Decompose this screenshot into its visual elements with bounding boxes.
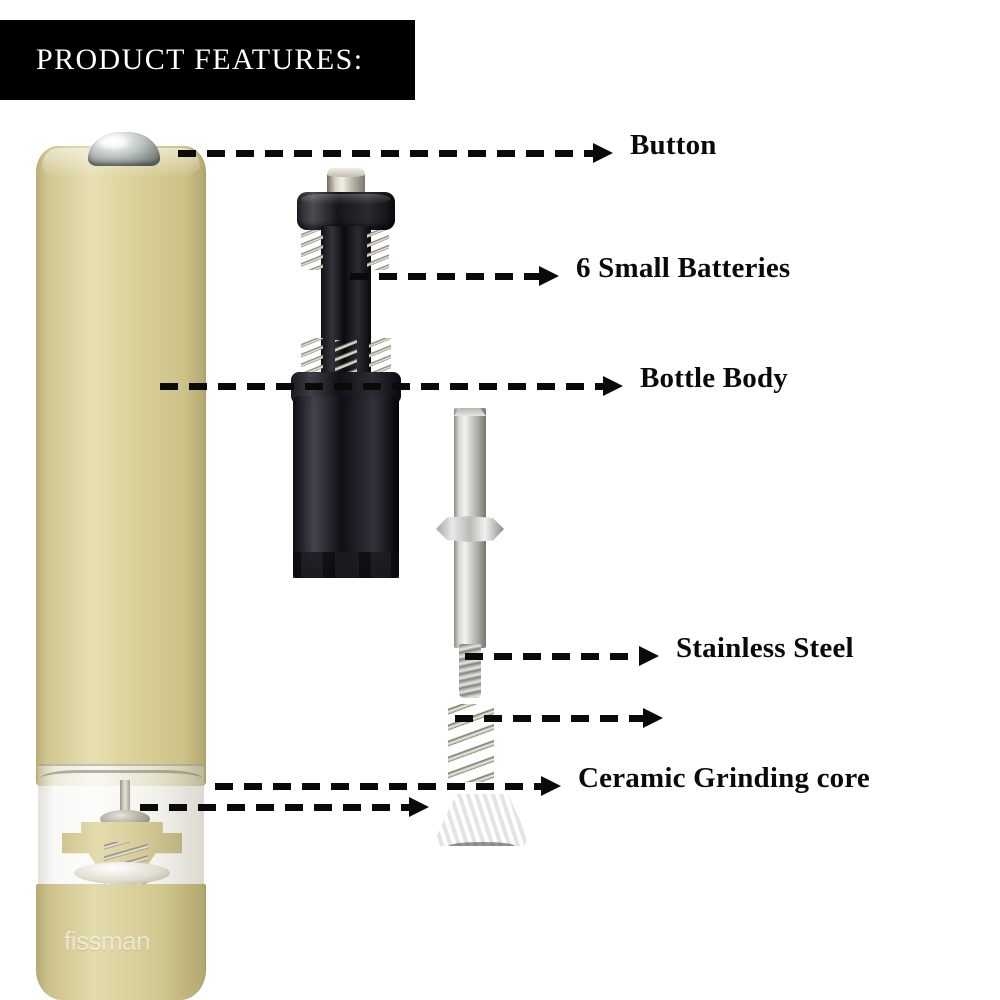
dashed-arrow-right-icon [350, 273, 540, 280]
grinder-lower-base: fissman [36, 884, 206, 1000]
arrowhead-icon [539, 266, 559, 286]
arrowhead-icon [409, 797, 429, 817]
stainless-steel-wing-pin [436, 516, 504, 542]
callout-arrow-bottle [160, 376, 623, 396]
callout-label-steel: Stainless Steel [676, 632, 854, 664]
callout-label-ceramic: Ceramic Grinding core [578, 762, 870, 794]
bottle-body-cylinder [293, 396, 399, 578]
page-title: PRODUCT FEATURES: [36, 43, 364, 76]
dashed-arrow-right-icon [140, 804, 410, 811]
callout-label-bottle: Bottle Body [640, 362, 789, 394]
battery-spring-top-left [301, 230, 323, 270]
arrowhead-icon [643, 708, 663, 728]
grinder-transparent-window [38, 764, 204, 888]
header-banner: PRODUCT FEATURES: [0, 20, 415, 100]
battery-spring-bottom-left [301, 338, 323, 380]
callout-arrow-batteries [350, 266, 559, 286]
grinder-upper-barrel [36, 146, 206, 786]
battery-chrome-cap [327, 168, 365, 196]
dashed-arrow-right-icon [455, 715, 644, 722]
pepper-grinder-product: fissman [34, 132, 214, 1000]
grinder-power-button[interactable] [88, 132, 160, 166]
dashed-arrow-right-icon [215, 783, 542, 790]
dashed-arrow-right-icon [465, 653, 640, 660]
arrowhead-icon [603, 376, 623, 396]
callout-arrow-ceramic2 [140, 797, 429, 817]
battery-spring-top-right [367, 230, 389, 270]
window-drive-shaft [120, 780, 130, 816]
callout-arrow-steel [465, 646, 659, 666]
callout-arrow-button [178, 143, 613, 163]
brand-logo: fissman [64, 926, 151, 956]
window-rim [40, 770, 202, 787]
arrowhead-icon [639, 646, 659, 666]
callout-label-batteries: 6 Small Batteries [576, 252, 791, 284]
callout-arrow-ceramic [215, 776, 561, 796]
arrowhead-icon [593, 143, 613, 163]
ceramic-grinding-core [436, 794, 528, 846]
dashed-arrow-right-icon [160, 383, 604, 390]
window-grinding-disc [74, 862, 170, 884]
callout-arrow-spring [455, 708, 663, 728]
battery-top-disc [297, 192, 395, 230]
dashed-arrow-right-icon [178, 150, 594, 157]
battery-spring-bottom-right [369, 338, 391, 380]
arrowhead-icon [541, 776, 561, 796]
battery-bottle-assembly [283, 168, 407, 580]
callout-label-button: Button [630, 129, 717, 161]
stainless-steel-assembly [432, 408, 532, 858]
